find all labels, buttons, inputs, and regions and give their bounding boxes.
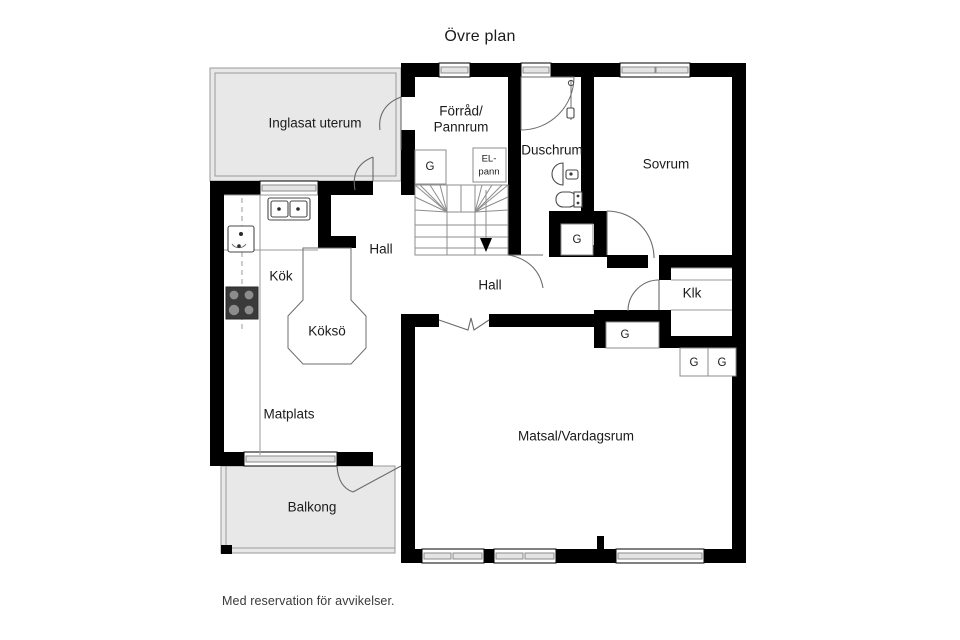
wall-conservatory-right-lower [401,130,415,195]
door-duschrum [507,254,544,289]
bathroom-fixtures [520,76,583,208]
conservatory-glazing-inner [214,72,397,177]
door-balcony [336,465,354,493]
window-bottom-2 [493,548,557,564]
wall-sovrum-south-b [659,255,732,268]
kitchen-fixtures [224,194,367,455]
annotation-labels: G EL- pann G G G G [426,154,727,370]
room-label-klk: Klk [683,286,702,301]
room-label-duschrum: Duschrum [521,143,583,158]
box-wardrobe-duschrum [560,223,594,256]
shaded-areas [209,67,402,554]
kitchen-double-sink-icon [267,197,311,221]
door-conservatory-lower [353,156,374,191]
wall-left-top-return-b [318,181,373,195]
kitchen-stove-icon [225,286,259,320]
room-label-koksol: Köksö [308,324,346,339]
windows [243,62,705,564]
wall-conservatory-right-upper [401,63,415,97]
wall-vertical-center-lower [401,452,415,563]
wall-balcony-corner-stub [221,545,232,554]
box-wardrobe-klk-right [707,347,737,377]
wall-hall-g-top [594,310,671,322]
wall-klk-south [671,336,732,348]
conservatory-fill [209,67,402,182]
wall-stair-west [401,185,415,195]
label-wardrobe-duschrum: G [573,234,582,246]
wall-klk-west [659,255,671,280]
walls [210,63,746,563]
wall-left-bottom-return-a [210,452,244,466]
wall-duschrum-west [508,77,521,255]
room-label-forrad-pannrum-line1: Förråd/ [439,104,483,119]
wall-bottom-b [484,549,494,563]
box-wardrobe-hall [605,321,660,349]
door-conservatory-upper [379,96,402,131]
room-label-matsal-vardagsrum: Matsal/Vardagsrum [518,429,634,444]
wall-left-exterior [210,181,224,466]
door-klk [627,279,660,312]
stair-direction-arrow [480,238,492,252]
wall-matsal-north-b [489,314,607,327]
balcony-fill [220,465,396,554]
room-label-balkong: Balkong [288,500,337,515]
label-electrical-panel-line2: pann [478,167,499,178]
kitchen-sink-icon [227,225,255,253]
box-wardrobe-forrad [414,149,447,185]
window-balcony-door [243,451,338,467]
wall-bottom-d [704,549,746,563]
wall-left-top-return-a [210,181,260,195]
room-label-kok: Kök [269,269,293,284]
page-title: Övre plan [444,28,516,45]
label-wardrobe-klk-left: G [690,357,699,369]
window-top-2 [520,62,552,78]
label-wardrobe-hall: G [621,329,630,341]
box-wardrobe-klk-left [679,347,709,377]
door-sovrum [606,210,655,259]
room-label-forrad-pannrum-line2: Pannrum [434,120,489,135]
doors [336,96,660,493]
room-label-matplats: Matplats [263,407,314,422]
door-matsal-double [438,317,490,331]
wall-g-duschrum-right [594,211,607,257]
wall-matsal-west [401,314,415,464]
wall-bottom-c [556,549,616,563]
room-label-hall-upper: Hall [369,242,392,257]
label-wardrobe-forrad: G [426,161,435,173]
wall-duschrum-east [581,77,594,211]
wall-kok-east-stub [318,236,356,248]
window-kitchen [259,180,319,196]
label-electrical-panel-line1: EL- [482,154,497,165]
washbasin-icon [551,162,579,186]
wall-bottom-stub [597,536,604,550]
staircase [414,184,509,256]
toilet-icon [555,191,583,208]
shower-icon [520,76,575,131]
wall-left-bottom-return-b [337,452,373,466]
room-label-sovrum: Sovrum [643,157,690,172]
wall-top-c [551,63,620,77]
wall-right-exterior [732,63,746,563]
box-electrical-panel [472,147,507,183]
window-top-3 [619,62,691,78]
window-top-1 [438,62,471,78]
room-label-hall-lower: Hall [478,278,501,293]
room-label-inglasat-uterum: Inglasat uterum [268,116,361,131]
wall-top-b [470,63,521,77]
label-wardrobe-klk-right: G [718,357,727,369]
wall-kok-east-upper [318,195,331,247]
window-bottom-1 [421,548,485,564]
kitchen-island [287,247,367,365]
wall-sovrum-south [607,255,648,268]
disclaimer-note: Med reservation för avvikelser. [222,594,395,608]
room-labels: Inglasat uterum Förråd/ Pannrum Duschrum… [263,104,701,515]
window-bottom-3 [615,548,705,564]
closet-boxes [414,147,737,377]
